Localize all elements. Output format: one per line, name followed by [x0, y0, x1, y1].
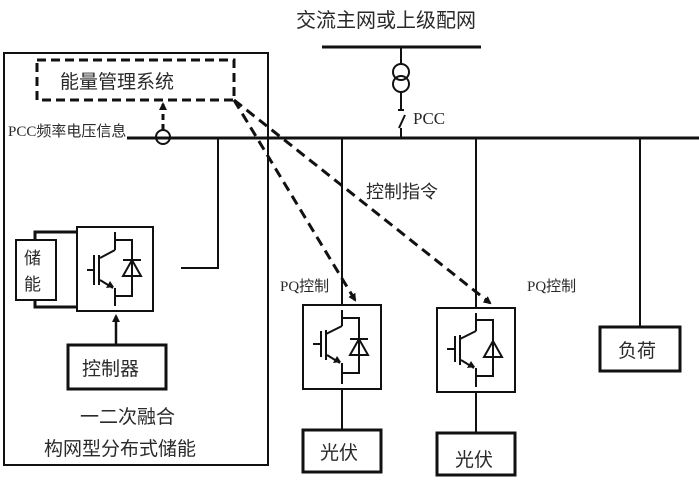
grid-forming-storage-enclosure: [3, 52, 269, 466]
pv2-box: [435, 431, 517, 477]
pv2-converter-icon: [436, 307, 516, 393]
pcc-breaker-icon: [398, 109, 406, 138]
controller-box: [66, 343, 168, 391]
storage-feeder: [181, 138, 219, 269]
pq-control-label-1: PQ控制: [280, 278, 329, 295]
pq-control-label-2: PQ控制: [527, 278, 576, 295]
storage-converter-icon: [76, 226, 154, 312]
transformer-icon: [392, 47, 410, 110]
pcc-label: PCC: [413, 109, 445, 128]
pv2-label: 光伏: [455, 449, 493, 471]
caption-line1: 一二次融合: [80, 406, 175, 428]
ems-label: 能量管理系统: [60, 71, 174, 93]
control-command-label: 控制指令: [366, 182, 438, 203]
controller-label: 控制器: [82, 358, 139, 380]
ems-box: [35, 58, 236, 102]
pcc-info-label: PCC频率电压信息: [8, 123, 126, 140]
storage-dc-link-top: [33, 230, 77, 240]
pv1-converter-icon: [302, 304, 382, 390]
load-box: [598, 325, 682, 373]
load-label: 负荷: [618, 340, 656, 362]
storage-label-line2: 能: [24, 275, 41, 295]
grid-title: 交流主网或上级配网: [296, 8, 476, 32]
storage-label-line1: 储: [24, 249, 41, 269]
control-command-arrow-pv1: [232, 99, 357, 302]
storage-dc-link-bottom: [33, 300, 77, 309]
pv1-label: 光伏: [320, 442, 358, 464]
control-command-arrow-pv2: [233, 98, 492, 305]
caption-line2: 构网型分布式储能: [44, 438, 196, 460]
pv1-box: [301, 428, 383, 474]
